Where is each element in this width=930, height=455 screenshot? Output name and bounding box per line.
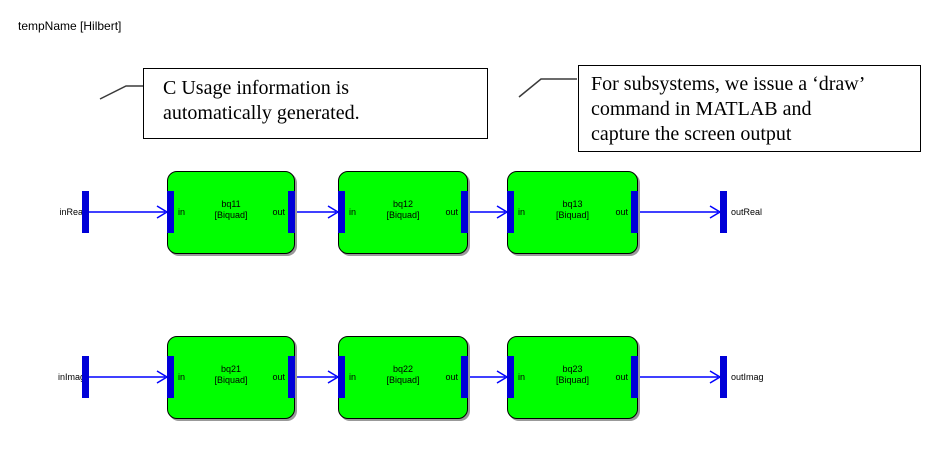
port-label-in: in (518, 207, 526, 217)
block-bq12[interactable]: in out bq12 [Biquad] (338, 171, 468, 254)
port-label-out: out (272, 207, 285, 217)
block-input-port-bar[interactable] (167, 356, 174, 398)
page-title: tempName [Hilbert] (18, 19, 122, 33)
block-output-port-bar[interactable] (631, 191, 638, 233)
port-label-in: in (178, 207, 186, 217)
block-name: bq22 [Biquad] (386, 364, 420, 385)
block-input-port-bar[interactable] (507, 191, 514, 233)
input-port-bar[interactable] (82, 356, 89, 398)
port-label-in: in (178, 372, 186, 382)
block-bq11[interactable]: in out bq11 [Biquad] (167, 171, 295, 254)
callout-leader-line (99, 85, 147, 100)
port-label-out: out (445, 372, 458, 382)
annotation-c-usage[interactable]: C Usage information is automatically gen… (143, 68, 488, 139)
block-name: bq23 [Biquad] (555, 364, 590, 385)
input-port-bar[interactable] (82, 191, 89, 233)
block-bq21[interactable]: in out bq21 [Biquad] (167, 336, 295, 419)
block-input-port-bar[interactable] (338, 356, 345, 398)
block-output-port-bar[interactable] (461, 356, 468, 398)
annotation-text-line: command in MATLAB and (591, 98, 812, 120)
annotation-subsystems[interactable]: For subsystems, we issue a ‘draw’ comman… (578, 65, 921, 152)
annotation-text-line: automatically generated. (163, 102, 360, 124)
block-name: bq13 [Biquad] (555, 199, 590, 220)
annotation-text-line: capture the screen output (591, 123, 792, 145)
port-label-in: in (518, 372, 526, 382)
block-output-port-bar[interactable] (631, 356, 638, 398)
port-label-out: out (615, 207, 628, 217)
block-name: bq21 [Biquad] (214, 364, 248, 385)
output-port-bar[interactable] (720, 191, 727, 233)
port-label-in: in (349, 207, 357, 217)
block-input-port-bar[interactable] (338, 191, 345, 233)
block-output-port-bar[interactable] (461, 191, 468, 233)
annotation-text-line: For subsystems, we issue a ‘draw’ (591, 73, 866, 95)
block-name: bq11 [Biquad] (214, 199, 248, 220)
input-port-label: inReal (59, 207, 85, 217)
port-label-out: out (615, 372, 628, 382)
callout-leader-line (518, 78, 577, 98)
output-port-bar[interactable] (720, 356, 727, 398)
port-label-in: in (349, 372, 357, 382)
port-label-out: out (445, 207, 458, 217)
output-port-label: outReal (731, 207, 763, 217)
output-port-label: outImag (731, 372, 764, 382)
block-input-port-bar[interactable] (167, 191, 174, 233)
block-input-port-bar[interactable] (507, 356, 514, 398)
block-bq22[interactable]: in out bq22 [Biquad] (338, 336, 468, 419)
block-output-port-bar[interactable] (288, 191, 295, 233)
annotation-text-line: C Usage information is (163, 77, 350, 99)
block-output-port-bar[interactable] (288, 356, 295, 398)
port-label-out: out (272, 372, 285, 382)
block-name: bq12 [Biquad] (386, 199, 420, 220)
block-bq23[interactable]: in out bq23 [Biquad] (507, 336, 638, 419)
input-port-label: inImag (57, 372, 85, 382)
block-bq13[interactable]: in out bq13 [Biquad] (507, 171, 638, 254)
